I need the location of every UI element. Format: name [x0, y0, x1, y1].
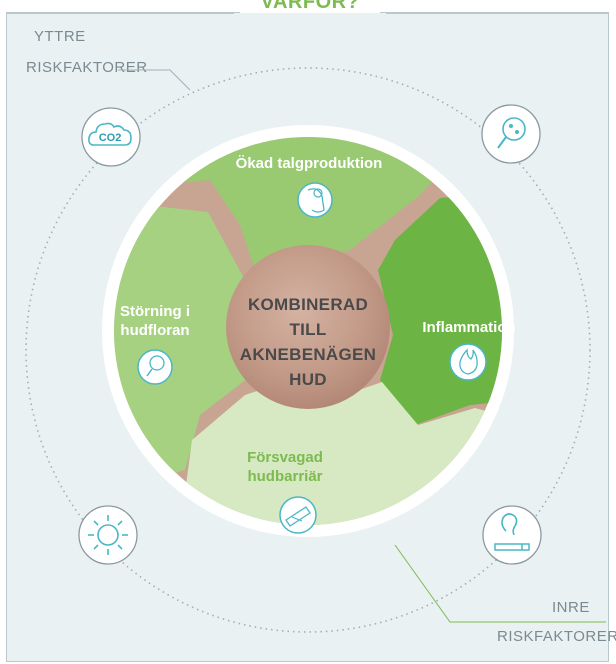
diagram-title: VARFÖR?	[240, 0, 380, 13]
center-text-line-1: KOMBINERAD	[247, 295, 369, 314]
title-rule-left	[6, 12, 234, 14]
sun-icon	[78, 505, 138, 565]
outer-factors-label-2: RISKFAKTORER	[26, 59, 148, 76]
segment-label-right: Inflammation	[422, 319, 516, 336]
co2-icon: CO2	[81, 107, 141, 167]
segment-label-left-line-2: hudfloran	[120, 322, 190, 339]
center-text-line-2: TILL	[289, 320, 327, 339]
title-rule-right	[386, 12, 609, 14]
segment-left	[114, 200, 248, 480]
segment-label-top: Ökad talgproduktion	[235, 155, 383, 172]
segment-label-bottom-line-1: Försvagad	[247, 449, 323, 466]
cigarette-icon	[482, 505, 542, 565]
outer-dotted-ring	[25, 67, 591, 633]
bacteria-magnifier-icon	[481, 104, 541, 164]
center-text-line-3: AKNEBENÄGEN	[239, 345, 377, 364]
center-text-line-4: HUD	[289, 370, 327, 389]
outer-factors-connector	[118, 69, 191, 91]
inner-factors-label-2: RISKFAKTORER	[497, 628, 616, 645]
segment-label-bottom-line-2: hudbarriär	[247, 468, 323, 485]
bacteria-magnifier-icon-left	[137, 349, 173, 385]
inner-factors-label-1: INRE	[552, 599, 590, 616]
center-circle	[226, 245, 390, 409]
svg-text:CO2: CO2	[99, 132, 122, 144]
segment-label-bottom: Försvagad hudbarriär	[225, 448, 345, 486]
outer-factors-label-1: YTTRE	[34, 28, 86, 45]
segment-label-left: Störning i hudfloran	[100, 302, 210, 340]
face-icon	[297, 182, 333, 218]
inner-factors-connector	[394, 544, 606, 623]
center-text: KOMBINERAD TILL AKNEBENÄGEN HUD	[220, 292, 396, 392]
flame-icon	[449, 343, 487, 381]
barrier-icon	[279, 496, 317, 534]
segment-label-left-line-1: Störning i	[120, 303, 190, 320]
